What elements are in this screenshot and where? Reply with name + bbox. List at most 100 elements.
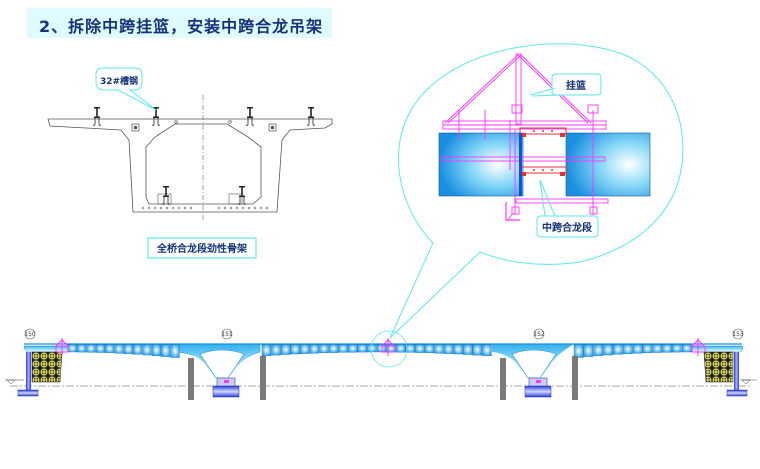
anchor-box-left xyxy=(131,123,140,132)
deck-segment xyxy=(300,344,310,354)
hanging-basket-frame xyxy=(441,53,609,221)
temporary-support-left xyxy=(31,351,63,383)
hanging-basket-callout: 挂篮 xyxy=(529,73,602,97)
pier-label-153: 153 xyxy=(732,328,744,340)
abutment-right xyxy=(703,351,748,397)
deck-segment xyxy=(424,344,435,354)
section-caption-box: 全桥合龙段劲性骨架 xyxy=(147,237,257,259)
channel-steel-callout: 32#槽钢 xyxy=(95,67,157,111)
deck-segment xyxy=(623,344,633,355)
deck-segment xyxy=(290,344,300,355)
column-152-right xyxy=(572,356,578,400)
channel-steel-1 xyxy=(92,106,102,126)
svg-text:151: 151 xyxy=(221,331,233,338)
deck-segment xyxy=(603,344,613,356)
anchor-box-right xyxy=(268,123,277,132)
svg-text:150: 150 xyxy=(24,331,36,338)
column-151-left xyxy=(188,358,194,400)
deck-segment xyxy=(142,344,152,356)
deck-segment xyxy=(482,344,492,356)
deck-segment xyxy=(77,344,87,353)
column-151-right xyxy=(260,356,266,400)
pier-label-150: 150 xyxy=(24,328,36,340)
deck-segment xyxy=(67,344,77,353)
deck-segment xyxy=(367,344,377,353)
closure-hanger-right xyxy=(691,338,706,356)
channel-steel-5 xyxy=(161,185,171,205)
pier-label-152: 152 xyxy=(533,328,545,340)
deck-segment xyxy=(338,344,348,353)
girder-inner-cell xyxy=(145,123,262,205)
deck-segment xyxy=(114,344,124,354)
detail-callout-bubble xyxy=(389,43,684,339)
deck-segment xyxy=(170,344,180,358)
deck-segment xyxy=(309,344,320,354)
deck-segment xyxy=(682,344,692,353)
closure-segment-callout: 中跨合龙段 xyxy=(536,179,599,238)
channel-steel-label: 32#槽钢 xyxy=(100,75,138,87)
closure-hanger-left xyxy=(55,338,69,356)
deck-segment xyxy=(573,344,584,358)
deck-segment xyxy=(472,344,482,356)
svg-text:152: 152 xyxy=(533,331,545,338)
column-152-left xyxy=(500,358,506,400)
deck-segment xyxy=(396,344,406,353)
pier-label-151: 151 xyxy=(221,328,233,340)
svg-text:153: 153 xyxy=(732,331,744,338)
section-caption: 全桥合龙段劲性骨架 xyxy=(156,242,247,255)
strand-row-left xyxy=(141,206,193,210)
page-title: 2、拆除中跨挂篮，安装中跨合龙吊架 xyxy=(39,17,324,36)
deck-segments xyxy=(67,344,692,358)
deck-segment xyxy=(133,344,143,355)
box-girder-cross-section xyxy=(47,95,333,220)
deck-segment xyxy=(662,344,672,353)
deck-segment xyxy=(357,344,367,353)
callout-bubble-outline xyxy=(389,43,684,339)
abutment-left xyxy=(17,351,63,397)
elevation-marker-left xyxy=(5,379,24,385)
deck-segment xyxy=(463,344,473,355)
title-banner: 2、拆除中跨挂篮，安装中跨合龙吊架 xyxy=(27,8,332,38)
closure-segment-hangers xyxy=(519,127,567,196)
deck-segment xyxy=(271,344,281,356)
deck-segment xyxy=(95,344,105,353)
deck-segment xyxy=(443,344,454,354)
deck-segment xyxy=(583,344,594,357)
bridge-girder xyxy=(23,343,743,379)
deck-segment xyxy=(672,344,682,353)
deck-segment xyxy=(453,344,463,355)
channel-steel-3 xyxy=(245,106,255,126)
pier-columns xyxy=(188,356,578,400)
deck-segment xyxy=(261,344,272,356)
deck-segment xyxy=(328,344,339,353)
closure-segment-label: 中跨合龙段 xyxy=(542,221,592,234)
deck-segment xyxy=(632,344,643,354)
deck-segment xyxy=(593,344,604,357)
closure-hanger-middle xyxy=(381,338,396,356)
deck-segment xyxy=(161,344,171,357)
deck-segment xyxy=(319,344,329,354)
deck-segment xyxy=(613,344,623,355)
deck-segment xyxy=(86,344,96,353)
deck-segment xyxy=(123,344,133,355)
temporary-support-right xyxy=(703,351,734,383)
hanging-basket-label: 挂篮 xyxy=(566,79,586,92)
deck-segment xyxy=(348,344,358,353)
strand-row-right xyxy=(217,206,269,210)
deck-segment xyxy=(105,344,115,354)
deck-segment xyxy=(415,344,425,353)
girder-outline xyxy=(47,118,333,213)
deck-segment xyxy=(642,344,653,354)
detail-concrete-block-right xyxy=(565,132,651,197)
deck-segment xyxy=(281,344,291,355)
deck-segment xyxy=(652,344,663,353)
deck-segment xyxy=(434,344,444,354)
elevation-marker-right xyxy=(740,379,757,385)
pier-bearing-151 xyxy=(212,377,240,398)
detail-highlight-circle xyxy=(370,330,408,368)
deck-segment xyxy=(151,344,161,357)
deck-segment xyxy=(405,344,415,353)
channel-steel-4 xyxy=(306,106,316,126)
detail-concrete-block-left xyxy=(438,132,524,197)
